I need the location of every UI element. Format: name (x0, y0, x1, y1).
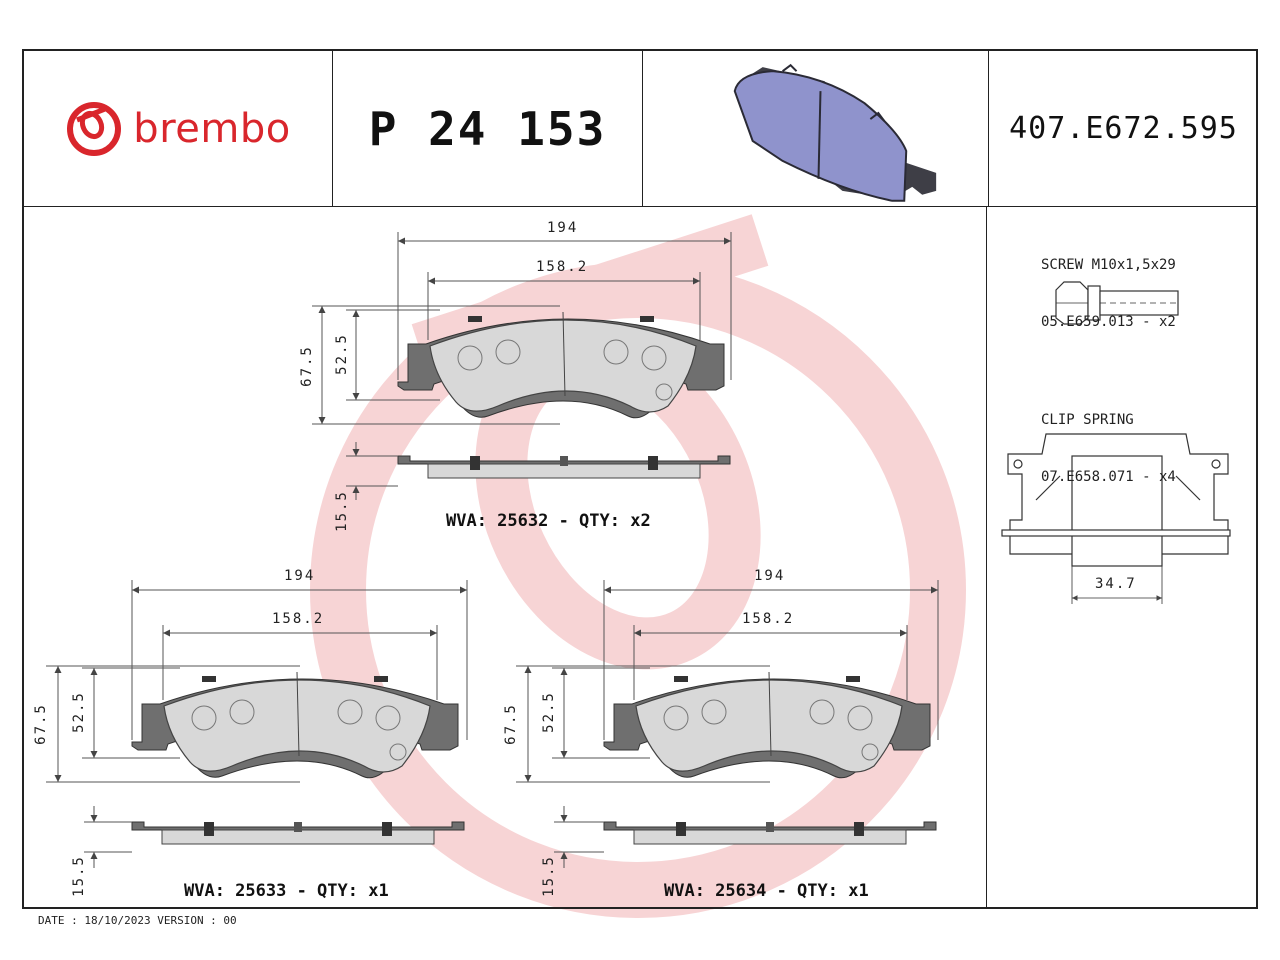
dim-height-total: 67.5 (502, 703, 519, 745)
dim-width-inner: 158.2 (272, 611, 325, 627)
wva-label-pad-c: WVA: 25634 - QTY: x1 (664, 881, 869, 901)
dim-width-total: 194 (547, 220, 579, 236)
screw-code: 05.E659.013 - x2 (1041, 314, 1176, 330)
dim-height-total: 67.5 (32, 703, 49, 745)
part-number: P 24 153 (368, 101, 607, 156)
clip-title: CLIP SPRING (1041, 412, 1134, 428)
dim-thickness: 15.5 (540, 855, 557, 897)
dim-width-total: 194 (754, 568, 786, 584)
dim-thickness: 15.5 (333, 490, 350, 532)
clip-spring-drawing (1001, 433, 1231, 604)
dim-width-inner: 158.2 (536, 259, 589, 275)
oe-code: 407.E672.595 (1009, 111, 1238, 146)
dim-height-inner: 52.5 (333, 333, 350, 375)
wva-label-pad-b: WVA: 25633 - QTY: x1 (184, 881, 389, 901)
part-number-cell: P 24 153 (333, 51, 643, 207)
dim-thickness: 15.5 (70, 855, 87, 897)
brake-pad-render (733, 63, 937, 202)
brand-name: brembo (133, 105, 291, 152)
pad-render-cell (643, 51, 989, 207)
screw-drawing (1055, 281, 1179, 325)
logo-cell: brembo (24, 51, 333, 207)
dim-height-total: 67.5 (298, 345, 315, 387)
dim-height-inner: 52.5 (540, 691, 557, 733)
screw-spec: SCREW M10x1,5x29 05.E659.013 - x2 (1041, 218, 1176, 351)
brembo-logo: brembo (65, 100, 290, 158)
right-panel-divider (986, 207, 987, 907)
dim-clip-width: 34.7 (1095, 576, 1137, 592)
drawing-frame: brembo P 24 153 407.E672.595 (22, 49, 1258, 909)
dim-height-inner: 52.5 (70, 691, 87, 733)
dim-width-total: 194 (284, 568, 316, 584)
wva-label-pad-a: WVA: 25632 - QTY: x2 (446, 511, 651, 531)
oe-code-cell: 407.E672.595 (989, 51, 1258, 207)
clip-code: 07.E658.071 - x4 (1041, 469, 1176, 485)
dim-width-inner: 158.2 (742, 611, 795, 627)
screw-title: SCREW M10x1,5x29 (1041, 257, 1176, 273)
footer-date-version: DATE : 18/10/2023 VERSION : 00 (38, 914, 237, 927)
brembo-emblem-icon (67, 101, 122, 156)
clip-spec: CLIP SPRING 07.E658.071 - x4 (1041, 373, 1176, 506)
